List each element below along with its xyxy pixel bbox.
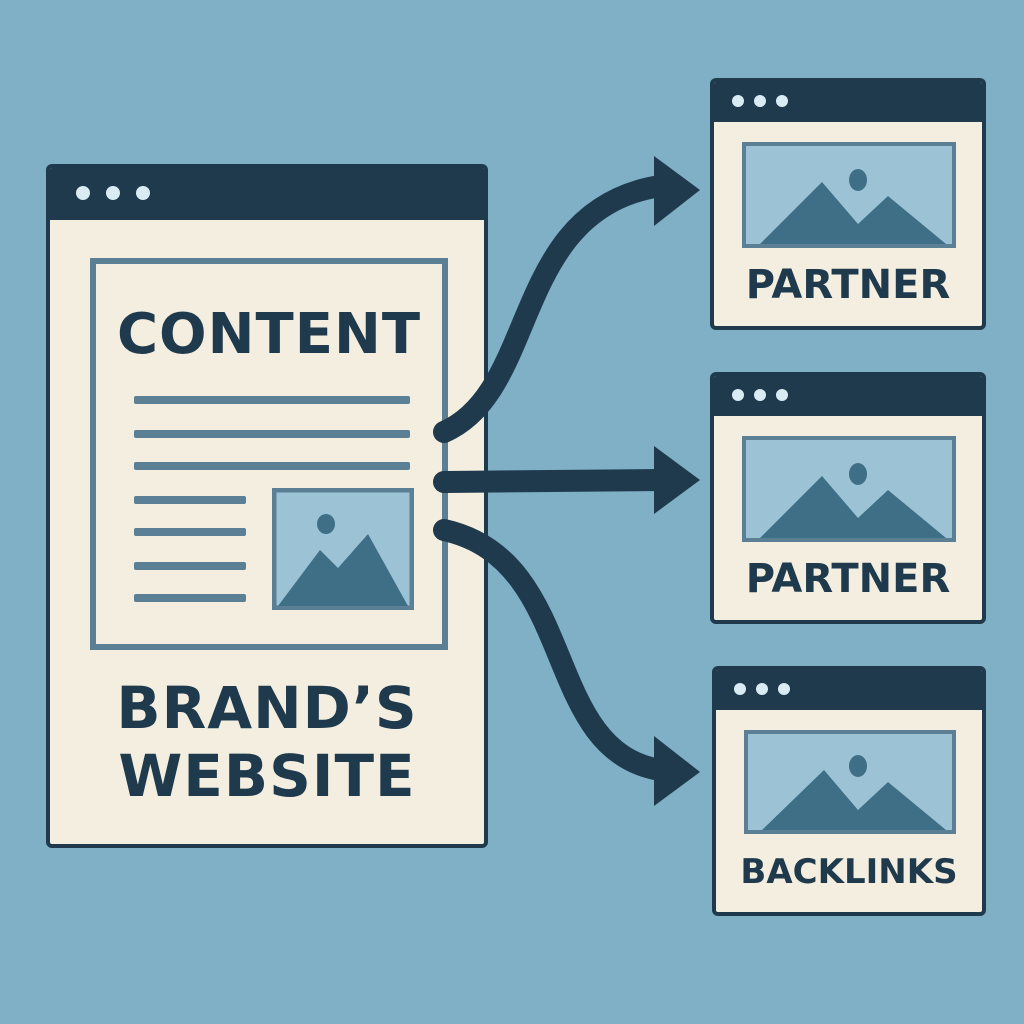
- target-label: PARTNER: [745, 556, 951, 602]
- text-line: [134, 396, 410, 404]
- image-placeholder-icon: [744, 730, 956, 834]
- text-line: [134, 562, 246, 570]
- site-label-line2: WEBSITE: [118, 742, 416, 810]
- window-control-dot-icon: [734, 683, 746, 695]
- window-titlebar: [714, 82, 982, 122]
- image-placeholder-icon: [272, 488, 414, 610]
- window-control-dot-icon: [756, 683, 768, 695]
- text-line: [134, 462, 410, 470]
- image-placeholder-icon: [742, 436, 956, 542]
- image-placeholder-icon: [742, 142, 956, 248]
- arrow-to-backlinks: [433, 519, 671, 781]
- window-control-dot-icon: [778, 683, 790, 695]
- target-label: BACKLINKS: [740, 852, 958, 892]
- window-titlebar: [714, 376, 982, 416]
- partner-window-1: PARTNER: [710, 78, 986, 330]
- window-titlebar: [50, 168, 484, 220]
- content-panel: CONTENT: [90, 258, 448, 650]
- text-line: [134, 594, 246, 602]
- window-control-dot-icon: [754, 389, 766, 401]
- window-control-dot-icon: [136, 186, 150, 200]
- content-heading: CONTENT: [116, 302, 422, 367]
- window-control-dot-icon: [754, 95, 766, 107]
- window-control-dot-icon: [732, 389, 744, 401]
- arrowhead-icon: [654, 736, 700, 806]
- window-control-dot-icon: [76, 186, 90, 200]
- arrowhead-icon: [654, 156, 700, 226]
- window-control-dot-icon: [732, 95, 744, 107]
- window-control-dot-icon: [106, 186, 120, 200]
- site-label-line1: BRAND’S: [116, 674, 418, 742]
- window-control-dot-icon: [776, 95, 788, 107]
- brand-website-window: CONTENT BRAND’S WEBSITE: [46, 164, 488, 848]
- text-line: [134, 528, 246, 536]
- arrow-to-partner-2: [433, 469, 673, 493]
- text-line: [134, 496, 246, 504]
- window-control-dot-icon: [776, 389, 788, 401]
- partner-window-2: PARTNER: [710, 372, 986, 624]
- text-line: [134, 430, 410, 438]
- arrowhead-icon: [654, 446, 700, 514]
- backlinks-window: BACKLINKS: [712, 666, 986, 916]
- window-titlebar: [716, 670, 982, 710]
- arrow-to-partner-1: [433, 175, 671, 443]
- target-label: PARTNER: [745, 262, 951, 308]
